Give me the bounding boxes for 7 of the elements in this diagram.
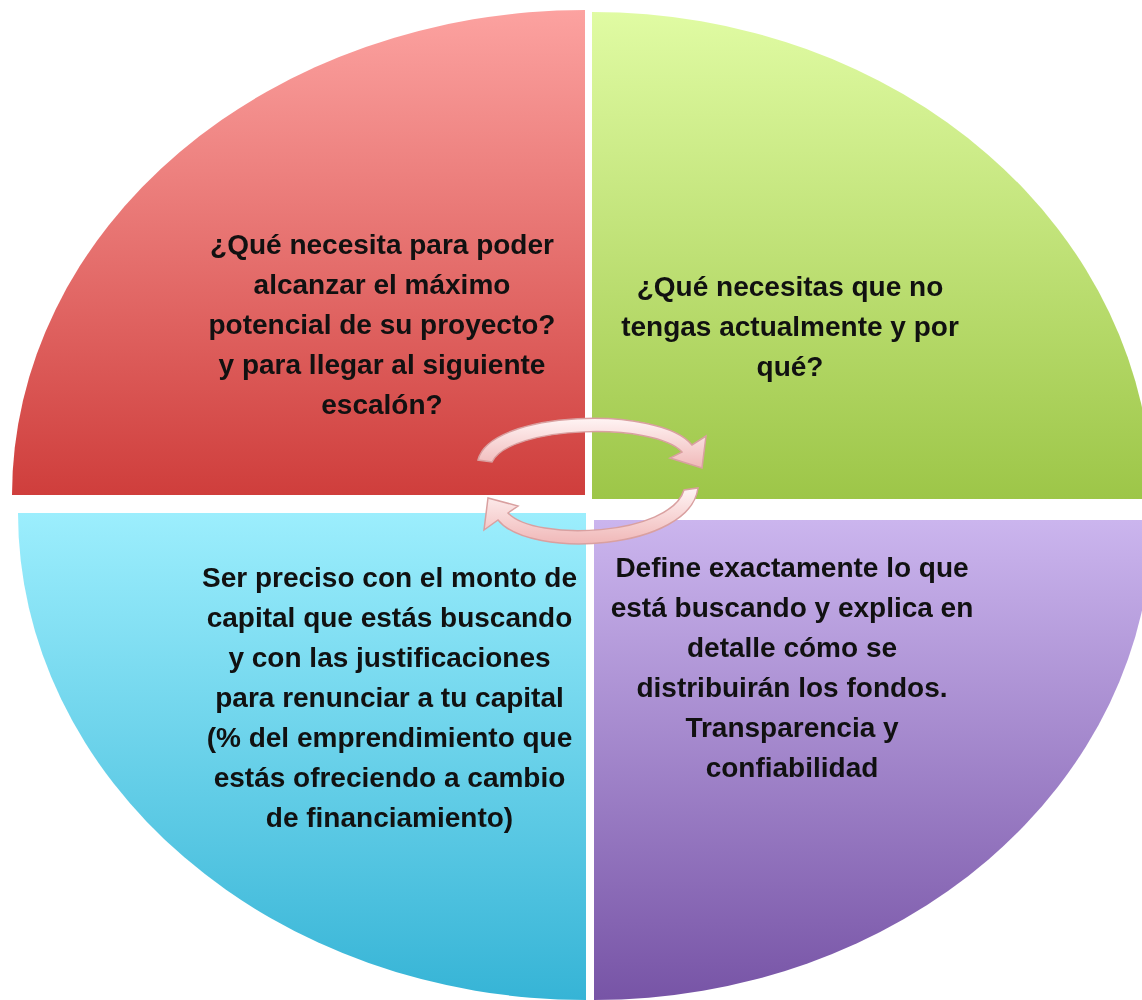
question-text: ¿Qué necesitas que no tengas actualmente y por qué? xyxy=(620,270,960,384)
guidance-text: Define exactamente lo que está buscando y explica en detalle cómo se distribuirán los fondos. Transparencia y confiabilidad xyxy=(609,551,975,785)
guidance-text: Ser preciso con el monto de capital que estás buscando y con las justificaciones para renunciar a tu capital (% del emprendimiento que estás ofreciendo a cambio de financiamiento) xyxy=(202,561,577,835)
quadrant-panel xyxy=(18,513,586,1000)
quadrant-panel xyxy=(594,520,1142,1000)
question-text: ¿Qué necesita para poder alcanzar el máximo potencial de su proyecto? y para llegar al siguiente escalón? xyxy=(207,228,557,422)
quadrant-panel xyxy=(592,12,1142,499)
